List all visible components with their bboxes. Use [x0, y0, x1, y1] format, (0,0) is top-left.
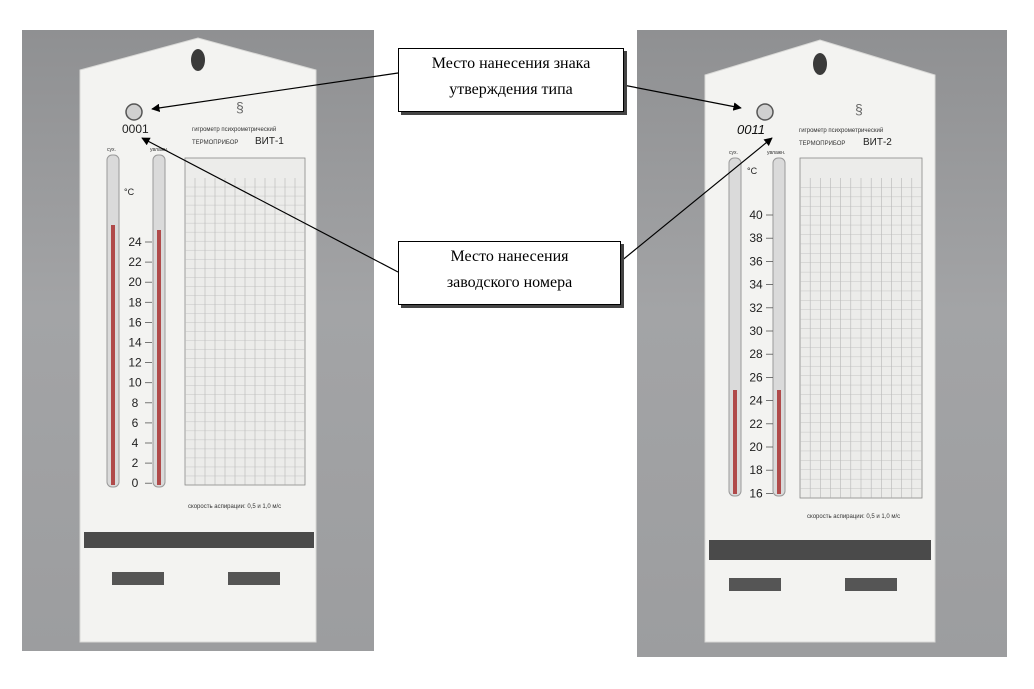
vit1-model: ВИТ-1 — [255, 136, 284, 147]
scale-label: 2 — [132, 456, 139, 470]
vit1-dry-label: сух. — [107, 147, 116, 153]
scale-label: 30 — [749, 324, 763, 338]
vit1-logo-icon: § — [236, 99, 244, 115]
scale-label: 28 — [749, 347, 763, 361]
scale-label: 14 — [128, 336, 142, 350]
vit2-temperature-scale: 40 38 36 34 32 30 28 26 24 22 20 18 16 — [749, 208, 773, 500]
scale-label: 36 — [749, 254, 763, 268]
vit2-hang-hole — [813, 53, 827, 75]
vit2-table-grid — [800, 178, 922, 498]
scale-label: 20 — [749, 440, 763, 454]
vit1-unit: °C — [124, 187, 135, 197]
vit2-brand: ТЕРМОПРИБОР — [799, 141, 845, 147]
scale-label: 12 — [128, 356, 142, 370]
scale-label: 22 — [128, 255, 142, 269]
scale-label: 16 — [749, 486, 763, 500]
scale-label: 26 — [749, 370, 763, 384]
arrow-serial-left — [141, 137, 399, 273]
vit1-type-approval-mark — [125, 103, 143, 121]
vit2-caption: гигрометр психрометрический — [799, 127, 883, 134]
vit2-dry-thermometer — [728, 157, 742, 497]
callout-serial-number-line1: Место нанесения — [450, 248, 569, 265]
scale-label: 0 — [132, 476, 139, 490]
vit1-speed-text: скорость аспирации: 0,5 и 1,0 м/с — [188, 504, 281, 510]
vit2-wet-mercury — [777, 390, 781, 494]
scale-label: 32 — [749, 301, 763, 315]
vit2-slot-left — [729, 578, 781, 591]
arrow-serial-right — [619, 137, 773, 263]
vit1-slot-right — [228, 572, 280, 585]
vit2-speed-text: скорость аспирации: 0,5 и 1,0 м/с — [807, 514, 900, 520]
vit1-wet-label: увлажн. — [150, 147, 168, 153]
scale-label: 24 — [749, 394, 763, 408]
vit1-wet-mercury — [157, 230, 161, 485]
callout-serial-number: Место нанесения заводского номера — [398, 241, 621, 305]
photo-vit2: 0011 § гигрометр психрометрический ТЕРМО… — [637, 30, 1007, 657]
scale-label: 24 — [128, 235, 142, 249]
scale-label: 10 — [128, 376, 142, 390]
arrow-type-mark-left — [151, 72, 399, 113]
vit1-device: 0001 § гигрометр психрометрический ТЕРМО… — [79, 37, 317, 643]
vit2-logo-icon: § — [855, 101, 863, 117]
scale-label: 40 — [749, 208, 763, 222]
vit1-dry-mercury — [111, 225, 115, 485]
vit2-dry-label: сух. — [729, 150, 738, 156]
vit2-water-reservoir — [709, 540, 931, 560]
vit1-serial-number: 0001 — [122, 122, 149, 136]
scale-label: 20 — [128, 275, 142, 289]
scale-label: 22 — [749, 417, 763, 431]
arrow-type-mark-right — [622, 84, 742, 111]
photo-vit1: 0001 § гигрометр психрометрический ТЕРМО… — [22, 30, 374, 651]
scale-label: 16 — [128, 315, 142, 329]
vit1-brand: ТЕРМОПРИБОР — [192, 140, 238, 146]
vit2-wet-thermometer — [772, 157, 786, 497]
vit2-dry-mercury — [733, 390, 737, 494]
vit2-unit: °C — [747, 166, 758, 176]
scale-label: 4 — [132, 436, 139, 450]
vit1-hang-hole — [191, 49, 205, 71]
vit1-table-grid — [185, 178, 305, 485]
vit1-water-reservoir — [84, 532, 314, 548]
scale-label: 8 — [132, 396, 139, 410]
vit2-serial-number: 0011 — [737, 122, 765, 137]
callout-type-approval: Место нанесения знака утверждения типа — [398, 48, 624, 112]
scale-label: 6 — [132, 416, 139, 430]
vit2-slot-right — [845, 578, 897, 591]
vit2-wet-label: увлажн. — [767, 150, 785, 156]
vit2-device: 0011 § гигрометр психрометрический ТЕРМО… — [704, 39, 936, 643]
scale-label: 18 — [749, 463, 763, 477]
callout-serial-number-line2: заводского номера — [446, 274, 573, 291]
callout-type-approval-line1: Место нанесения знака — [431, 55, 591, 72]
callout-type-approval-line2: утверждения типа — [449, 81, 573, 98]
scale-label: 34 — [749, 278, 763, 292]
scale-label: 38 — [749, 231, 763, 245]
vit2-model: ВИТ-2 — [863, 137, 892, 148]
scale-label: 18 — [128, 295, 142, 309]
vit2-type-approval-mark — [756, 103, 774, 121]
vit1-caption: гигрометр психрометрический — [192, 126, 276, 133]
vit1-slot-left — [112, 572, 164, 585]
